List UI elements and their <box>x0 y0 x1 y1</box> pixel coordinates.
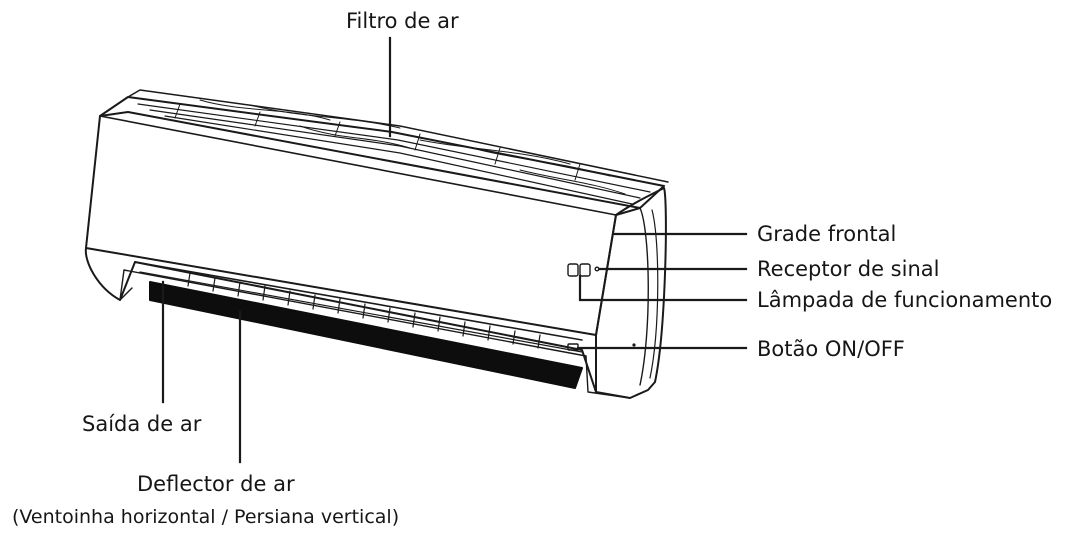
label-operation-lamp: Lâmpada de funcionamento <box>757 288 1053 312</box>
vertical-vanes <box>187 272 541 349</box>
label-air-deflector: Deflector de ar <box>137 472 295 496</box>
label-air-filter: Filtro de ar <box>346 9 459 33</box>
air-deflector-louver <box>149 281 583 389</box>
label-signal-receiver: Receptor de sinal <box>757 257 940 281</box>
side-cap <box>595 187 667 399</box>
label-front-grille: Grade frontal <box>757 222 897 246</box>
label-air-outlet: Saída de ar <box>82 412 202 436</box>
leader-operation-lamp <box>578 274 748 302</box>
label-on-off-button: Botão ON/OFF <box>757 337 905 361</box>
lower-housing <box>84 247 597 393</box>
air-filter-grid <box>99 89 669 209</box>
label-air-deflector-detail: (Ventoinha horizontal / Persiana vertica… <box>12 506 400 528</box>
signal-receiver-window <box>567 263 600 277</box>
